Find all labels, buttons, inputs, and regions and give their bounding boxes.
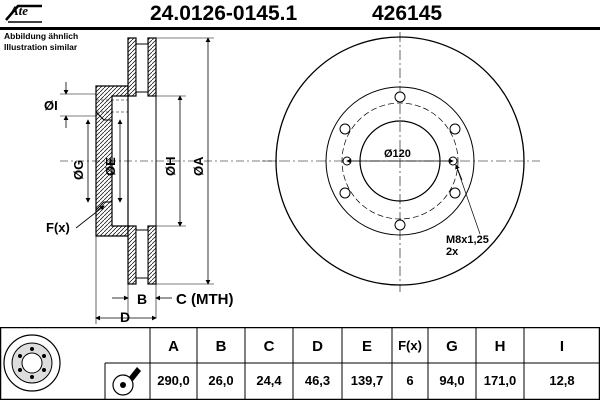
header: Ate 24.0126-0145.1 426145 bbox=[0, 0, 600, 30]
friction-ring-top-inner bbox=[147, 37, 157, 97]
table-value-D: 46,3 bbox=[304, 373, 331, 388]
friction-ring-bottom-outer bbox=[127, 225, 137, 285]
label-thread-size: M8x1,25 bbox=[446, 234, 489, 246]
side-section-view bbox=[60, 37, 280, 324]
bolt-holes bbox=[339, 91, 461, 231]
technical-drawing: ØI ØG ØE ØH ØA F(x) B C (MTH) D Ø120 M8x… bbox=[44, 32, 540, 325]
table-value-I: 12,8 bbox=[549, 373, 575, 388]
table-header-H: H bbox=[494, 338, 506, 355]
table-value-A: 290,0 bbox=[157, 373, 190, 388]
label-bolt-circle: Ø120 bbox=[384, 148, 411, 160]
table-header-C: C bbox=[263, 338, 275, 355]
reference-number: 426145 bbox=[372, 2, 443, 25]
table-header-A: A bbox=[168, 338, 179, 355]
table-header-G: G bbox=[446, 338, 458, 355]
logo-text: Ate bbox=[10, 3, 29, 18]
label-dim-C: C (MTH) bbox=[176, 291, 233, 308]
bolt-hole bbox=[449, 187, 461, 199]
label-dim-F: F(x) bbox=[46, 220, 70, 235]
ate-logo-icon bbox=[5, 4, 42, 23]
table-value-B: 26,0 bbox=[208, 373, 234, 388]
bolt-circle bbox=[341, 102, 459, 220]
table-value-E: 139,7 bbox=[350, 373, 384, 388]
label-thread-count: 2x bbox=[446, 246, 459, 258]
table-value-F: 6 bbox=[406, 373, 414, 388]
table-value-C: 24,4 bbox=[256, 373, 282, 388]
torque-wrench-icon bbox=[112, 367, 141, 396]
label-dim-D: D bbox=[120, 309, 130, 325]
vane-bottom bbox=[135, 229, 149, 279]
bolt-hole bbox=[449, 123, 461, 135]
vane-top bbox=[135, 43, 149, 93]
bolt-hole bbox=[339, 187, 351, 199]
label-dim-E: ØE bbox=[103, 157, 118, 176]
friction-ring-inner-edge bbox=[325, 86, 475, 236]
bolt-hole bbox=[339, 123, 351, 135]
friction-ring-top-outer bbox=[127, 37, 137, 97]
table-header-F: F(x) bbox=[398, 338, 422, 353]
part-number: 24.0126-0145.1 bbox=[150, 2, 298, 25]
header-divider bbox=[0, 27, 600, 30]
note-line-en: Illustration similar bbox=[4, 42, 78, 52]
table-header-B: B bbox=[215, 338, 227, 355]
label-dim-I: ØI bbox=[44, 98, 58, 113]
bolt-hole bbox=[394, 219, 406, 231]
table-header-E: E bbox=[361, 338, 372, 355]
label-dim-A: ØA bbox=[191, 156, 206, 176]
label-dim-B: B bbox=[137, 291, 147, 307]
table-value-G: 94,0 bbox=[439, 373, 465, 388]
disc-thumbnail-icon bbox=[3, 334, 61, 392]
front-view bbox=[262, 32, 540, 292]
bolt-hole bbox=[394, 91, 406, 103]
disc-outer-edge bbox=[275, 36, 525, 286]
friction-ring-bottom-inner bbox=[147, 225, 157, 285]
table-value-H: 171,0 bbox=[483, 373, 517, 388]
table-header-I: I bbox=[559, 338, 565, 355]
label-dim-G: ØG bbox=[71, 160, 86, 180]
table-header-D: D bbox=[312, 338, 323, 355]
note-line-de: Abbildung ähnlich bbox=[4, 31, 79, 41]
label-dim-H: ØH bbox=[163, 157, 178, 177]
